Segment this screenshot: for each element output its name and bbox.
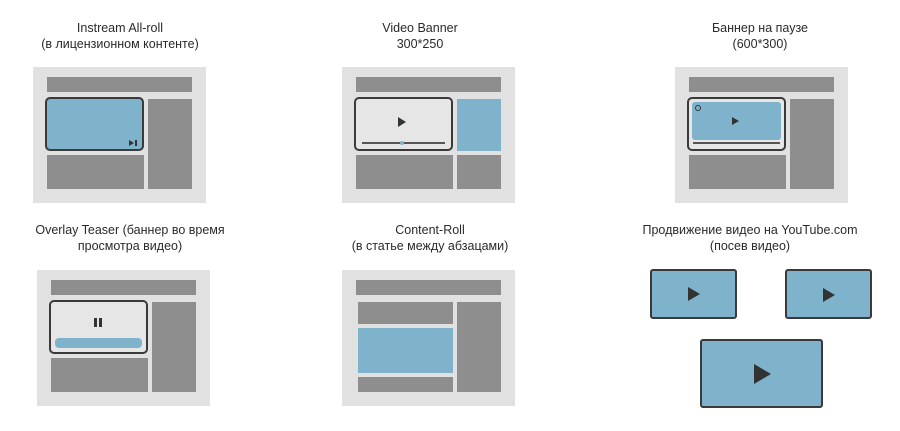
header-block: [356, 77, 501, 92]
sidebar-block: [152, 302, 196, 392]
sidebar-block: [457, 302, 501, 392]
play-icon: [754, 364, 771, 384]
sidebar-block: [148, 99, 192, 189]
caption-subtitle: (в статье между абзацами): [351, 239, 509, 253]
header-block: [47, 77, 192, 92]
youtube-video-thumb-main: [700, 339, 823, 408]
play-icon: [732, 117, 739, 125]
caption-video-banner: Video Banner 300*250: [320, 20, 520, 52]
overlay-teaser: [55, 338, 142, 348]
caption-title: Instream All-roll: [76, 21, 164, 35]
video-banner-mockup: [342, 67, 515, 203]
skip-icon: [129, 140, 138, 146]
progress-bar: [693, 142, 780, 144]
pause-banner: [692, 102, 781, 140]
caption-pause-banner: Баннер на паузе (600*300): [660, 20, 860, 52]
video-player: [49, 300, 148, 354]
caption-subtitle: 300*250: [396, 37, 444, 51]
paragraph-block: [358, 302, 453, 324]
banner-300x250: [457, 99, 501, 151]
content-roll-banner: [358, 328, 453, 373]
video-player: [354, 97, 453, 151]
sidebar-block: [457, 155, 501, 189]
content-block: [51, 358, 148, 392]
header-block: [689, 77, 834, 92]
overlay-teaser-mockup: [37, 270, 210, 406]
caption-overlay-teaser: Overlay Teaser (баннер во время просмотр…: [10, 222, 250, 254]
caption-title: Баннер на паузе: [711, 21, 809, 35]
caption-title: Продвижение видео на YouTube.com: [642, 223, 858, 237]
caption-title: Overlay Teaser (баннер во время: [35, 223, 225, 237]
play-icon: [823, 288, 835, 302]
header-block: [51, 280, 196, 295]
content-block: [356, 155, 453, 189]
content-roll-mockup: [342, 270, 515, 406]
caption-subtitle: (посев видео): [709, 239, 791, 253]
play-icon: [398, 117, 406, 127]
progress-knob: [400, 141, 404, 145]
caption-title: Video Banner: [382, 21, 458, 35]
caption-subtitle: (в лицензионном контенте): [41, 37, 199, 51]
instream-allroll-mockup: [33, 67, 206, 203]
video-player: [45, 97, 144, 151]
caption-instream-allroll: Instream All-roll (в лицензионном контен…: [20, 20, 220, 52]
paragraph-block: [358, 377, 453, 392]
caption-subtitle: (600*300): [732, 37, 788, 51]
youtube-video-thumb-right: [785, 269, 872, 319]
pause-icon: [94, 318, 103, 327]
play-icon: [688, 287, 700, 301]
sidebar-block: [790, 99, 834, 189]
header-block: [356, 280, 501, 295]
pause-banner-mockup: [675, 67, 848, 203]
caption-content-roll: Content-Roll (в статье между абзацами): [320, 222, 540, 254]
caption-subtitle: просмотра видео): [77, 239, 183, 253]
youtube-video-thumb-left: [650, 269, 737, 319]
caption-title: Content-Roll: [395, 223, 465, 237]
video-player: [687, 97, 786, 151]
content-block: [689, 155, 786, 189]
clock-icon: [695, 105, 701, 111]
content-block: [47, 155, 144, 189]
caption-youtube-promo: Продвижение видео на YouTube.com (посев …: [630, 222, 870, 254]
